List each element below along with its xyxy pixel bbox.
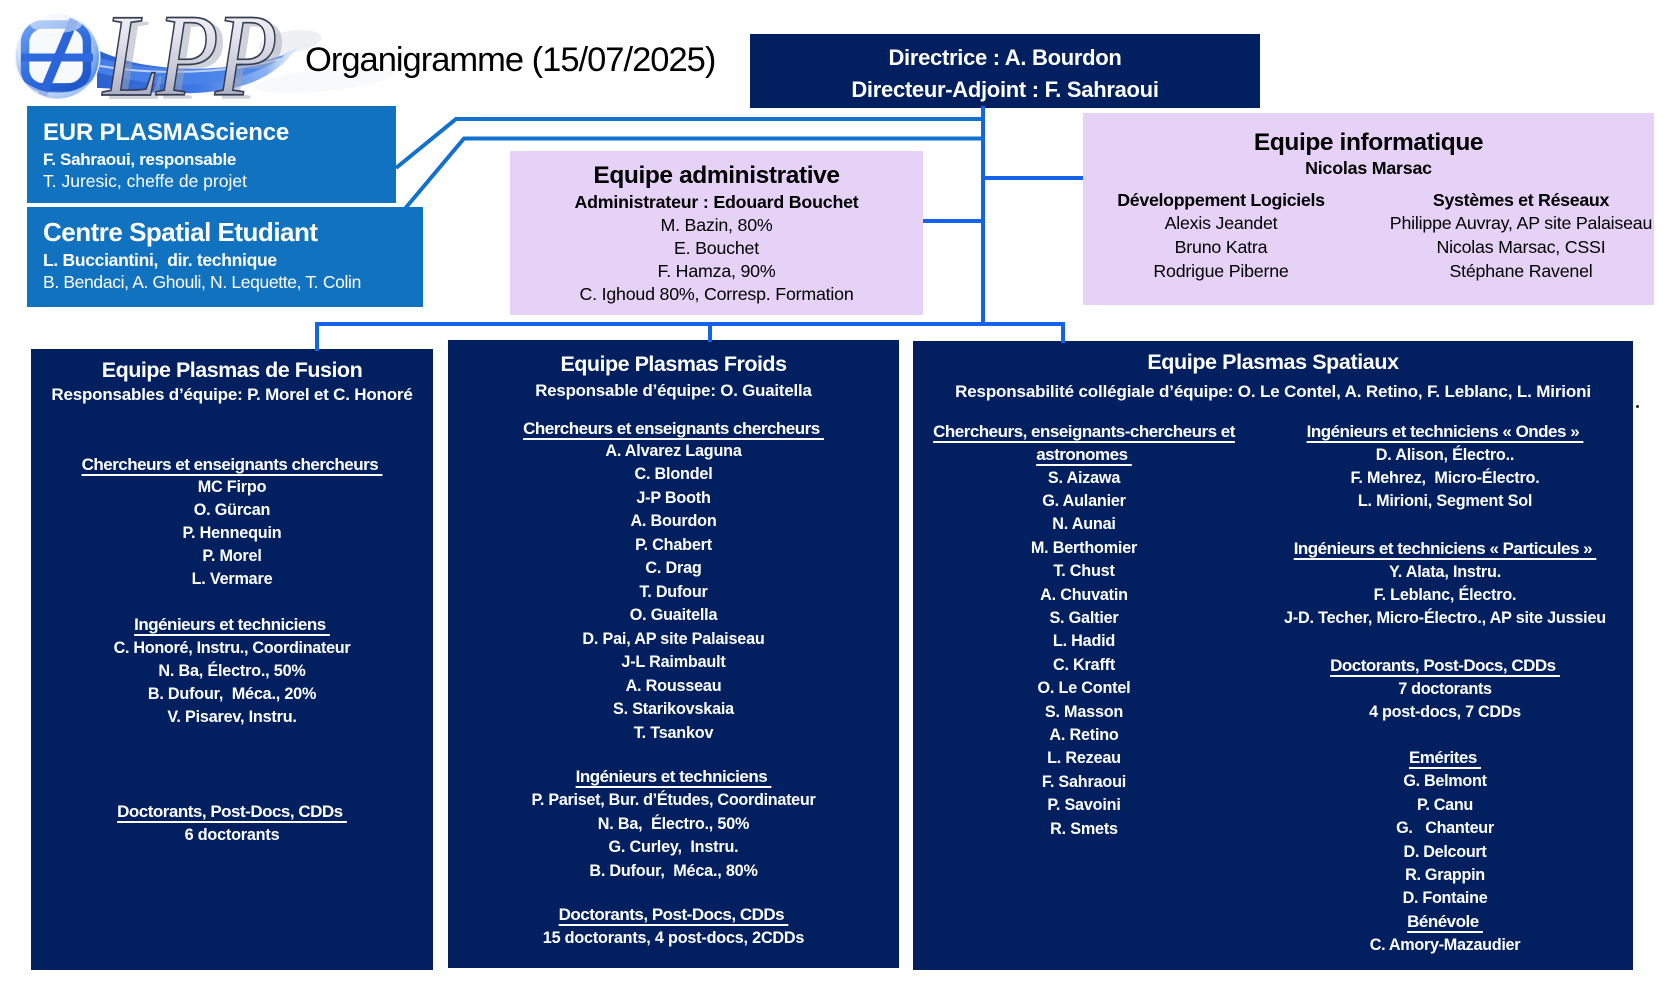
svg-text:LPP: LPP: [101, 0, 275, 121]
svg-text:LPP: LPP: [108, 0, 282, 125]
